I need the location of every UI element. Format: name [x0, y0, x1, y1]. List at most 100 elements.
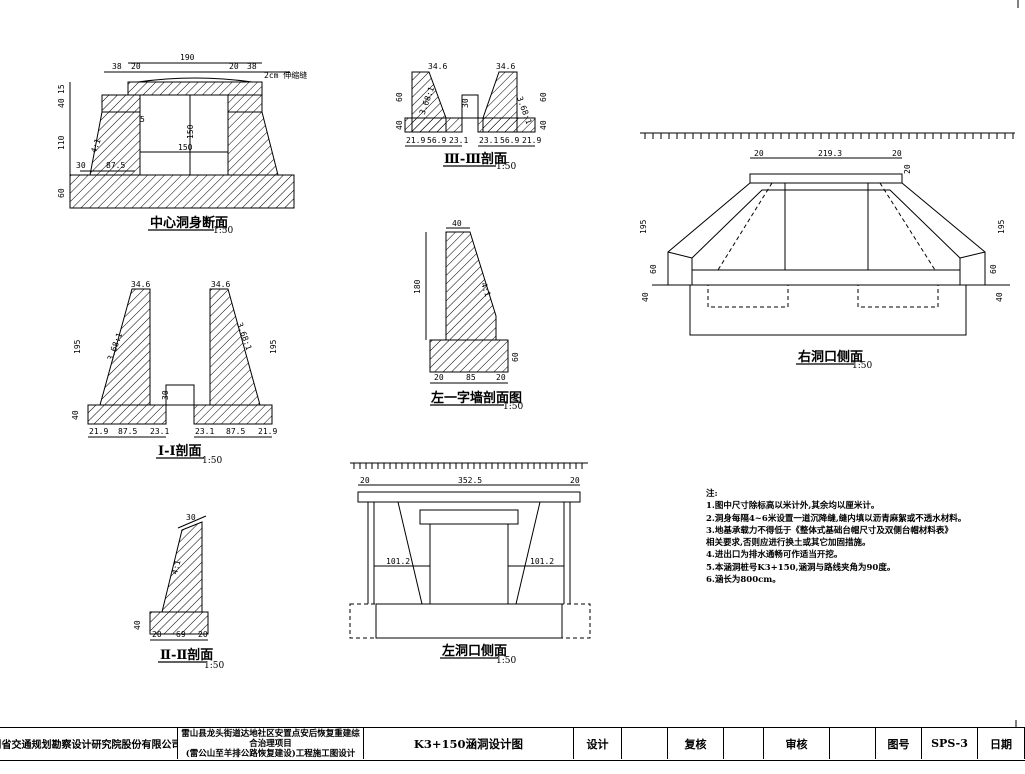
dim-label: 30 — [76, 161, 86, 170]
dim-label: 87.5 — [106, 161, 125, 170]
dim-label: 20 — [570, 476, 580, 485]
dim-label: 195 — [639, 219, 648, 234]
dim-label: 15 — [57, 84, 66, 94]
dim-label: 34.6 — [211, 280, 230, 289]
dim-label: 40 — [57, 98, 66, 108]
note-item: 3.地基承载力不得低于《整体式基础台帽尺寸及双侧台帽材料表》 — [706, 525, 953, 536]
view-scale: 1:50 — [503, 402, 523, 412]
design-label: 设计 — [574, 728, 622, 759]
dim-label: 56.9 — [427, 136, 446, 145]
dim-label: 40 — [133, 620, 142, 630]
dim-label: 56.9 — [500, 136, 519, 145]
dim-label: 190 — [180, 53, 195, 62]
dim-label: 40 — [71, 410, 80, 420]
section-3-view — [404, 71, 536, 147]
dim-label: 4:1 — [170, 559, 182, 575]
dim-label: 34.6 — [131, 280, 150, 289]
dim-label: 40 — [452, 219, 462, 228]
dim-label: 219.3 — [818, 149, 842, 158]
view-scale: 1:50 — [496, 656, 516, 666]
dim-label: 352.5 — [458, 476, 482, 485]
drawing-number: SPS-3 — [922, 728, 978, 759]
view-scale: 1:50 — [213, 226, 233, 236]
view-scale: 1:50 — [852, 361, 872, 371]
dim-label: 40 — [641, 292, 650, 302]
dim-label: 21.9 — [258, 427, 277, 436]
left-portal-view — [349, 462, 591, 639]
dim-label: 23.1 — [479, 136, 498, 145]
view-scale: 1:50 — [496, 162, 516, 172]
dim-label: 20 — [360, 476, 370, 485]
dim-label: 60 — [649, 264, 658, 274]
dim-label: 20 — [903, 164, 912, 174]
drawing-title: K3+150涵洞设计图 — [364, 728, 574, 759]
note-item: 1.图中尺寸除标高以米计外,其余均以厘米计。 — [706, 501, 880, 512]
view-scale: 1:50 — [202, 456, 222, 466]
left-wall-view — [425, 227, 509, 384]
right-portal-title: 右洞口侧面 1:50 — [796, 349, 872, 371]
dim-label: 20 — [198, 630, 208, 639]
left-wall-title: 左一字墙剖面图 1:50 — [430, 390, 523, 412]
dim-label: 21.9 — [406, 136, 425, 145]
note-item: 2.洞身每隔4~6米设置一道沉降缝,缝内填以沥青麻絮或不透水材料。 — [706, 513, 967, 524]
project-name: 雷山县龙头街道达地社区安置点安后恢复重建综合治理项目 (雷公山至羊排公路恢复建设… — [178, 728, 364, 759]
left-portal-title: 左洞口侧面 1:50 — [440, 643, 516, 666]
view-scale: 1:50 — [204, 661, 224, 671]
dim-label: 85 — [466, 373, 476, 382]
note-item: 4.进出口为排水通畅可作适当开挖。 — [706, 550, 843, 561]
dim-label: 150 — [178, 143, 193, 152]
approve-label: 审核 — [764, 728, 830, 759]
right-portal-view — [640, 132, 1015, 336]
view-title: Ⅲ-Ⅲ剖面 — [444, 151, 507, 167]
dim-label: 87.5 — [118, 427, 137, 436]
dim-label: 195 — [269, 339, 278, 354]
dim-label: 150 — [186, 124, 195, 139]
view-title: 中心洞身断面 — [150, 215, 228, 231]
dim-label: 60 — [57, 188, 66, 198]
dim-label: 34.6 — [496, 62, 515, 71]
view-title: Ⅱ-Ⅱ剖面 — [160, 647, 213, 663]
note-item: 5.本涵洞桩号K3+150,涵洞与路线夹角为90度。 — [706, 562, 896, 573]
dim-label: 20 — [229, 62, 239, 71]
dim-label: 38 — [247, 62, 257, 71]
project-name-line1: 雷山县龙头街道达地社区安置点安后恢复重建综合治理项目 — [181, 728, 360, 749]
dim-label: 23.1 — [150, 427, 169, 436]
note-item: 6.涵长为800cm。 — [706, 575, 781, 586]
review-label: 复核 — [668, 728, 724, 759]
dim-label: 101.2 — [386, 557, 410, 566]
dim-label: 60 — [539, 92, 548, 102]
dim-label: 40 — [995, 292, 1004, 302]
dim-label: 60 — [395, 92, 404, 102]
dim-label: 30 — [186, 513, 196, 522]
right-portal-dims: 20 219.3 20 20 195 195 60 60 40 40 — [639, 149, 1006, 302]
section-3-title: Ⅲ-Ⅲ剖面 1:50 — [443, 151, 516, 172]
dim-label: 20 — [892, 149, 902, 158]
dim-label: 60 — [989, 264, 998, 274]
company-name: 州省交通规划勘察设计研究院股份有限公司 — [0, 728, 178, 759]
note-item: 相关要求,否则应进行换土或其它加固措施。 — [706, 538, 871, 549]
drawing-number-label: 图号 — [876, 728, 922, 759]
design-value — [622, 728, 668, 759]
project-name-line2: (雷公山至羊排公路恢复建设)工程施工图设计 — [185, 748, 356, 759]
dim-label: 20 — [434, 373, 444, 382]
notes-heading: 注: — [706, 489, 718, 499]
section-2-dims: 30 4:1 40 20 69 20 — [133, 513, 208, 639]
dim-label: 30 — [161, 390, 170, 400]
dim-label: 87.5 — [226, 427, 245, 436]
center-section-view — [69, 62, 295, 209]
dim-label: 101.2 — [530, 557, 554, 566]
view-title: Ⅰ-Ⅰ剖面 — [158, 443, 202, 459]
notes-block: 注: 1.图中尺寸除标高以米计外,其余均以厘米计。 2.洞身每隔4~6米设置一道… — [706, 488, 1006, 586]
dim-label: 20 — [496, 373, 506, 382]
dim-label: 21.9 — [89, 427, 108, 436]
dim-label: 38 — [112, 62, 122, 71]
dim-label: 110 — [57, 135, 66, 150]
dim-label: 5 — [140, 115, 145, 124]
dim-label: 195 — [73, 339, 82, 354]
view-title: 右洞口侧面 — [797, 349, 863, 365]
dim-label: 20 — [152, 630, 162, 639]
section-1-view — [87, 288, 273, 438]
view-title: 左洞口侧面 — [442, 643, 507, 659]
dim-label: 40 — [395, 120, 404, 130]
dim-label: 20 — [754, 149, 764, 158]
